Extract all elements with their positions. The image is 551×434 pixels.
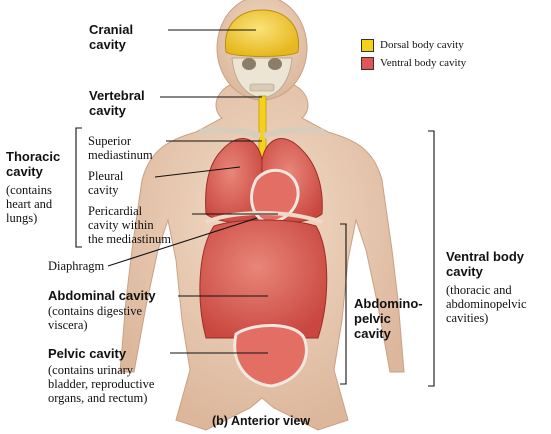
ventral-body-cavity-title: Ventral body cavity	[446, 249, 525, 279]
ventral-swatch	[361, 57, 374, 70]
pericardial-cavity-label: Pericardial cavity within the mediastinu…	[88, 204, 171, 246]
pelvic-cavity-title: Pelvic cavity	[48, 346, 127, 361]
ventral-body-cavity-desc: (thoracic and abdominopelvic cavities)	[446, 283, 527, 325]
abdominopelvic-cavity-label: Abdomino- pelvic cavity	[354, 296, 423, 341]
ventral-legend-label: Ventral body cavity	[380, 57, 467, 69]
abdominal-cavity-desc: (contains digestive viscera)	[48, 304, 143, 332]
abdominal-cavity-title: Abdominal cavity	[48, 288, 156, 303]
dorsal-swatch	[361, 39, 374, 52]
pelvic-cavity	[233, 324, 308, 388]
abdominal-cavity	[199, 219, 328, 339]
thoracic-cavity-desc: (contains heart and lungs)	[6, 183, 53, 225]
superior-mediastinum-label: Superior mediastinum	[88, 134, 153, 162]
figure-caption: (b) Anterior view	[212, 414, 311, 428]
thoracic-cavity-title: Thoracic cavity	[6, 149, 61, 179]
pleural-cavity-label: Pleural cavity	[88, 169, 124, 197]
vertebral-cavity-label: Vertebral cavity	[89, 88, 145, 118]
cranial-cavity-label: Cranial cavity	[89, 22, 134, 52]
cranial-cavity-brain	[224, 9, 300, 57]
diaphragm-label: Diaphragm	[48, 259, 105, 273]
diaphragm	[205, 211, 323, 224]
pelvic-cavity-desc: (contains urinary bladder, reproductive …	[48, 363, 155, 405]
dorsal-legend-label: Dorsal body cavity	[380, 39, 464, 51]
